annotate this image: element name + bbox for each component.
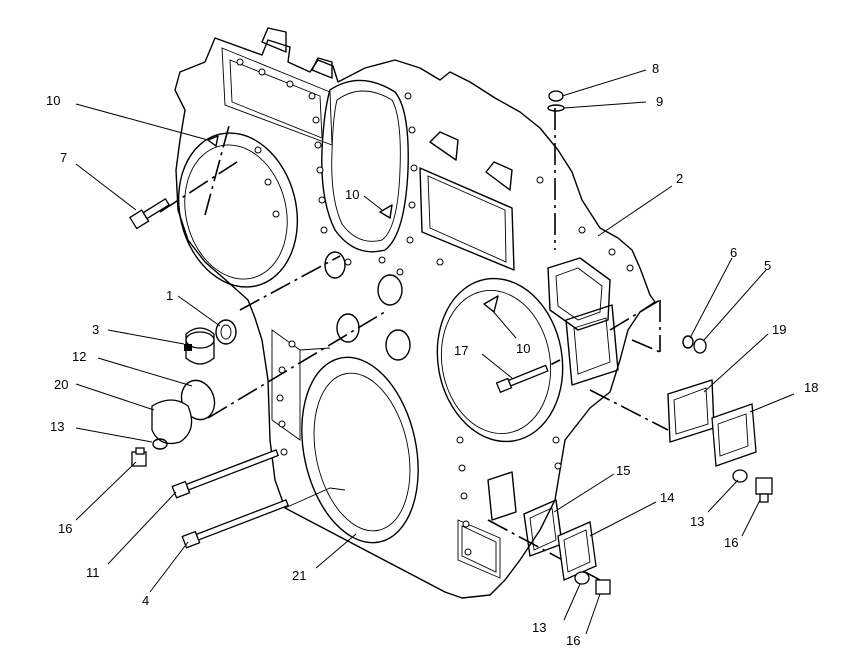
callout-19: 19 [772,322,786,337]
housing [174,27,656,599]
washer-part-9 [547,104,565,112]
fitting-part-5 [693,338,707,354]
fitting-part-6 [682,335,694,349]
callout-13-bottom: 13 [532,620,546,635]
assembly-lines [159,108,669,581]
cover-plate-part-18 [711,403,757,467]
washer-part-13b [732,469,748,483]
bolt-part-16b [755,477,773,503]
bolt-part-16c [595,579,611,595]
callout-3: 3 [92,322,99,337]
clip-part-10 [207,135,499,313]
callout-labels: 1 2 3 4 5 6 7 8 9 10 10 10 11 12 13 13 1… [46,61,818,648]
callout-9: 9 [656,94,663,109]
nut-part-8 [548,90,564,102]
callout-13-right: 13 [690,514,704,529]
long-bolt-part-11 [171,449,280,499]
callout-14: 14 [660,490,674,505]
bolt-holes [236,58,634,556]
callout-7: 7 [60,150,67,165]
cap-part-3 [184,327,215,365]
callout-10-center: 10 [345,187,359,202]
callout-5: 5 [764,258,771,273]
callout-10-upper-left: 10 [46,93,60,108]
seal-ring-part-1 [215,319,237,345]
long-bolt-part-4 [181,499,290,549]
callout-16-bottom: 16 [566,633,580,648]
callout-17: 17 [454,343,468,358]
cover-part-20 [151,399,193,445]
callout-20: 20 [54,377,68,392]
callout-18: 18 [804,380,818,395]
callout-10-right: 10 [516,341,530,356]
washer-part-13a [152,438,168,450]
bolt-part-17 [495,364,549,394]
callout-11: 11 [86,565,100,580]
leader-lines [75,69,795,635]
gasket-part-15 [523,499,563,557]
callout-16-left: 16 [58,521,72,536]
cover-plate-part-14 [557,521,597,581]
callout-12: 12 [72,349,86,364]
callout-15: 15 [616,463,630,478]
washer-part-13c [574,571,590,585]
callout-2: 2 [676,171,683,186]
callout-6: 6 [730,245,737,260]
callout-13-left: 13 [50,419,64,434]
callout-21: 21 [292,568,306,583]
callout-1: 1 [166,288,173,303]
callout-8: 8 [652,61,659,76]
callout-16-right: 16 [724,535,738,550]
callout-4: 4 [142,593,149,608]
bolt-part-7 [128,197,170,230]
